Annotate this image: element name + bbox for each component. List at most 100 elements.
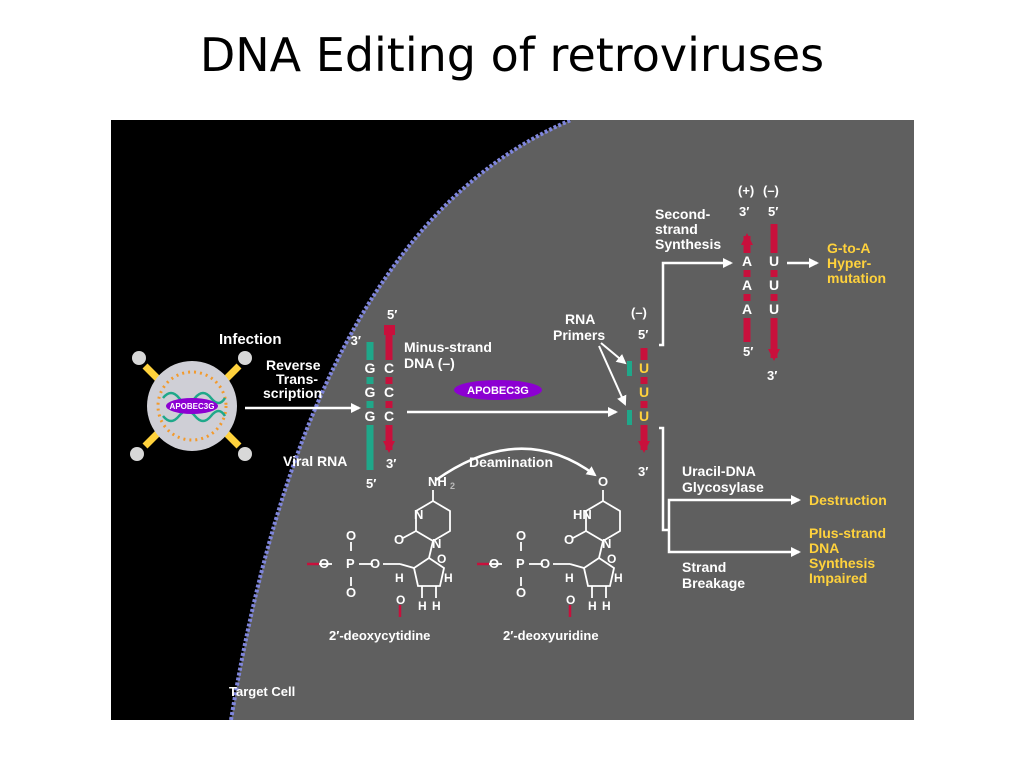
phosphate-o-link: O: [370, 556, 380, 571]
plus-sign-header: (+): [738, 183, 754, 198]
plus-strand-impaired-line1: Plus-strand: [809, 525, 886, 541]
phosphate-o-link: O: [540, 556, 550, 571]
rna-primers-label-line2: Primers: [553, 327, 605, 343]
sugar-oh-o: O: [566, 593, 575, 607]
rna-dna-duplex: 3′ 5′ 3′ 5′ G G G C C C: [351, 307, 398, 491]
uridine-o4: O: [598, 474, 608, 489]
plus-strand-header: 3′: [739, 204, 749, 219]
phosphate-p: P: [346, 556, 355, 571]
uracil-pathway-line: [659, 426, 669, 532]
minus-strand-header: 5′: [768, 204, 778, 219]
apobec3g-enzyme-label: APOBEC3G: [467, 385, 529, 397]
reverse-transcription-line2: Trans-: [276, 371, 318, 387]
rna-base: G: [365, 408, 376, 424]
duplex-top-5-prime: 5′: [387, 307, 397, 322]
uracil-template-base: U: [769, 277, 779, 293]
second-strand-label-line2: strand: [655, 221, 698, 237]
slide-title: DNA Editing of retroviruses: [199, 28, 825, 82]
phosphate-o-top: O: [346, 528, 356, 543]
deamination-label: Deamination: [469, 454, 553, 470]
destruction-arrow: [667, 495, 801, 530]
uridine-n1: N: [602, 536, 611, 551]
apobec3g-enzyme-oval: [454, 380, 542, 400]
ribose-o: O: [607, 552, 616, 566]
rna-primers-label-line1: RNA: [565, 311, 595, 327]
phosphate-o-top: O: [516, 528, 526, 543]
duplex-top-3-prime: 3′: [351, 333, 361, 348]
cytidine-o2: O: [394, 532, 404, 547]
deoxycytidine-structure: [319, 490, 451, 598]
g-to-a-label-line2: Hyper-: [827, 255, 872, 271]
deoxycytidine-label: 2′-deoxycytidine: [329, 628, 430, 643]
strand-breakage-line2: Breakage: [682, 575, 745, 591]
rna-primer: [627, 410, 632, 425]
nh2-amine-subscript: 2: [450, 481, 455, 491]
sugar-oh-o: O: [396, 593, 405, 607]
viral-rna-label: Viral RNA: [283, 453, 347, 469]
infection-label: Infection: [219, 331, 282, 348]
ribose-o: O: [437, 552, 446, 566]
target-cell-label: Target Cell: [229, 684, 295, 699]
minus-sign-header: (–): [763, 183, 779, 198]
deamination-arrow: [435, 447, 597, 482]
plus-strand-impaired-line4: Impaired: [809, 570, 867, 586]
sugar-h: H: [614, 571, 623, 585]
cytidine-n3: N: [414, 507, 423, 522]
uracil-template-base: U: [769, 253, 779, 269]
destruction-label: Destruction: [809, 492, 887, 508]
strand-breakage-arrow: [667, 530, 801, 557]
minus-strand-label-line2: DNA (–): [404, 355, 455, 371]
edited-minus-strand: (–) 5′ U U U 3′: [627, 305, 651, 479]
g-to-a-label-line1: G-to-A: [827, 240, 871, 256]
sugar-h: H: [432, 599, 441, 613]
virus-particle: APOBEC3G: [130, 351, 252, 461]
duplex-bottom-5-prime: 5′: [366, 476, 376, 491]
second-strand-label-line1: Second-: [655, 206, 711, 222]
uracil-base: U: [639, 360, 649, 376]
primer-pointer-2: [598, 345, 627, 406]
sugar-h: H: [444, 571, 453, 585]
phosphate-p: P: [516, 556, 525, 571]
uracil-glycosylase-line2: Glycosylase: [682, 479, 764, 495]
phosphate-o-bottom: O: [516, 585, 526, 600]
dna-primer-block: [384, 325, 395, 335]
uracil-glycosylase-line1: Uracil-DNA: [682, 463, 756, 479]
plus-strand-impaired-line3: Synthesis: [809, 555, 875, 571]
minus-strand-3-prime: 3′: [767, 368, 777, 383]
cell-membrane: [229, 120, 572, 720]
virion-apobec-label: APOBEC3G: [170, 402, 215, 411]
uracil-base: U: [639, 408, 649, 424]
rna-base: G: [365, 384, 376, 400]
second-strand-label-line3: Synthesis: [655, 236, 721, 252]
cytidine-n1: N: [432, 536, 441, 551]
adenine-base: A: [742, 301, 752, 317]
edited-strand-5-prime: 5′: [638, 327, 648, 342]
deoxyuridine-structure: [489, 490, 621, 598]
virus-capsid: [156, 370, 228, 442]
plus-strand-impaired-line2: DNA: [809, 540, 839, 556]
reverse-transcription-line1: Reverse: [266, 357, 321, 373]
reverse-transcription-line3: scription: [263, 385, 322, 401]
dna-base: C: [384, 384, 394, 400]
uridine-hn3: HN: [573, 507, 592, 522]
nh2-amine: NH: [428, 474, 447, 489]
adenine-base: A: [742, 277, 752, 293]
viral-rna-genome: [162, 391, 227, 423]
phosphate-o-bottom: O: [346, 585, 356, 600]
second-strand-arrow: [659, 258, 733, 347]
primer-pointer-1: [600, 342, 627, 365]
edited-strand-3-prime: 3′: [638, 464, 648, 479]
phosphate-o-left: O: [489, 556, 499, 571]
hypermutated-duplex: 3′ (+) (–) 5′ A A A U U U 5′ 3′: [738, 183, 781, 383]
virion-apobec-oval: [166, 398, 218, 414]
duplex-bottom-3-prime: 3′: [386, 456, 396, 471]
adenine-base: A: [742, 253, 752, 269]
strand-breakage-line1: Strand: [682, 559, 726, 575]
uridine-o2: O: [564, 532, 574, 547]
dna-base: C: [384, 408, 394, 424]
uracil-base: U: [639, 384, 649, 400]
dna-base: C: [384, 360, 394, 376]
sugar-h: H: [602, 599, 611, 613]
sugar-h: H: [418, 599, 427, 613]
diagram-figure: APOBEC3G Infection Reverse Trans- script…: [111, 120, 914, 720]
